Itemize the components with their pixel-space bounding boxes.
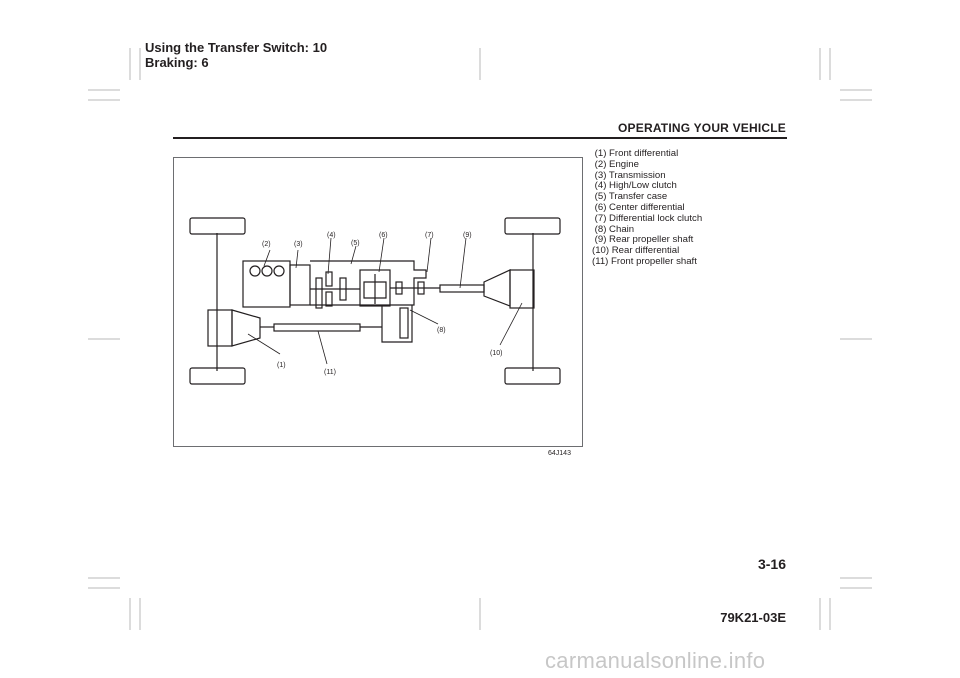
- rear-propeller-shaft: [439, 284, 485, 293]
- header-rule: [173, 137, 787, 139]
- callout-4: (4): [327, 232, 336, 239]
- callout-3: (3): [294, 241, 303, 248]
- transfer-case: [310, 260, 427, 306]
- legend-item: (8) Chain: [592, 223, 635, 235]
- transmission: [289, 264, 311, 306]
- chain-housing: [381, 305, 413, 343]
- header-note-line-1: Using the Transfer Switch: 10: [145, 40, 328, 55]
- callout-7: (7): [425, 232, 434, 239]
- legend-item: (6) Center differential: [592, 201, 685, 213]
- rear-right-wheel: [504, 367, 561, 385]
- legend-item: (3) Transmission: [592, 169, 666, 181]
- callout-6: (6): [379, 232, 388, 239]
- drivetrain-diagram-frame: (2) (3) (4) (5) (6) (7) (9) (8) (10) (1)…: [173, 157, 583, 447]
- callout-10: (10): [490, 350, 502, 357]
- header-note-line-2: Braking: 6: [145, 55, 209, 70]
- engine-cylinder: [249, 265, 261, 277]
- high-low-clutch-gear: [325, 271, 333, 287]
- chain: [399, 307, 409, 339]
- callout-5: (5): [351, 240, 360, 247]
- high-low-clutch-gear: [315, 277, 323, 309]
- callout-2: (2): [262, 241, 271, 248]
- callout-1: (1): [277, 362, 286, 369]
- callout-11: (11): [324, 369, 336, 376]
- front-differential-housing: [231, 309, 261, 347]
- page-number: 3-16: [757, 556, 786, 572]
- callout-9: (9): [463, 232, 472, 239]
- legend-item: (7) Differential lock clutch: [592, 212, 703, 224]
- document-code: 79K21-03E: [720, 610, 786, 625]
- high-low-clutch-gear: [325, 291, 333, 307]
- watermark: carmanualsonline.info: [545, 648, 766, 673]
- legend-item: (11) Front propeller shaft: [592, 255, 697, 267]
- header-note: Using the Transfer Switch: 10 Braking: 6: [145, 40, 327, 70]
- legend-item: (10) Rear differential: [592, 245, 680, 257]
- callout-8: (8): [437, 327, 446, 334]
- front-right-wheel: [189, 367, 246, 385]
- rear-left-wheel: [504, 217, 561, 235]
- figure-code: 64J143: [548, 450, 571, 457]
- engine-cylinder: [273, 265, 285, 277]
- front-propeller-shaft: [273, 323, 361, 332]
- center-differential-core: [363, 281, 387, 299]
- legend-item: (2) Engine: [592, 158, 639, 170]
- section-title: OPERATING YOUR VEHICLE: [618, 121, 786, 135]
- front-left-wheel: [189, 217, 246, 235]
- component-legend: (1) Front differential (2) Engine (3) Tr…: [592, 148, 703, 268]
- front-differential: [207, 309, 233, 347]
- legend-item: (4) High/Low clutch: [592, 180, 677, 192]
- legend-item: (5) Transfer case: [592, 191, 668, 203]
- rear-differential-housing: [483, 269, 511, 307]
- drivetrain-diagram: (2) (3) (4) (5) (6) (7) (9) (8) (10) (1)…: [189, 217, 561, 385]
- engine-cylinder: [261, 265, 273, 277]
- rear-differential: [509, 269, 535, 309]
- legend-item: (1) Front differential: [592, 148, 679, 159]
- legend-item: (9) Rear propeller shaft: [592, 234, 694, 246]
